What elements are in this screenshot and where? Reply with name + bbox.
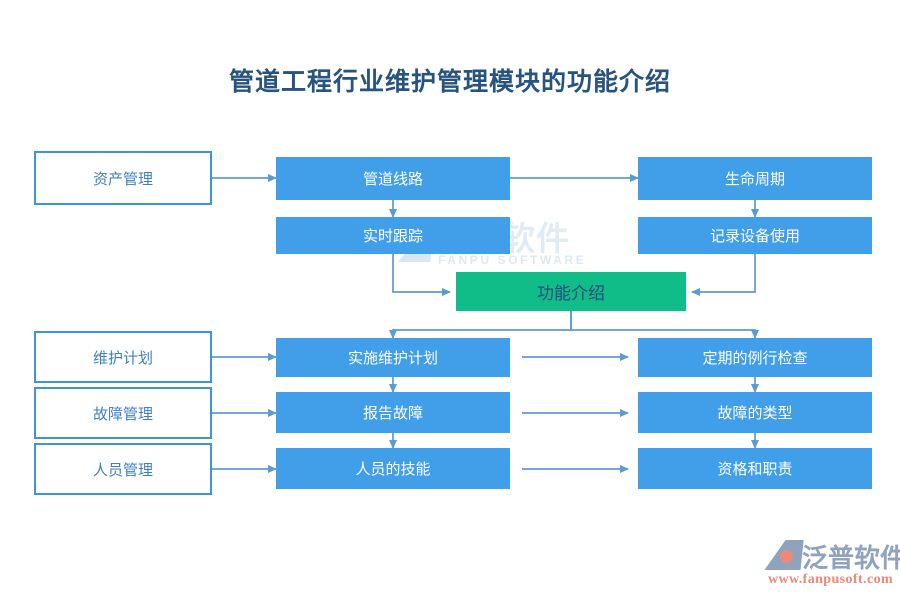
edge-record-to-center — [691, 254, 756, 296]
brand-logo-url: www.fanpusoft.com — [768, 572, 894, 587]
node-asset-management[interactable]: 资产管理 — [34, 151, 212, 205]
edge-center-to-maintain-exec — [389, 311, 572, 339]
node-report-fault[interactable]: 报告故障 — [276, 392, 510, 433]
node-pipeline-route[interactable]: 管道线路 — [276, 157, 510, 200]
node-routine-inspection[interactable]: 定期的例行检查 — [638, 338, 872, 377]
edge-center-to-inspection — [570, 311, 759, 339]
node-execute-maintenance-plan[interactable]: 实施维护计划 — [276, 338, 510, 377]
edge-tracking-to-center — [392, 254, 451, 296]
brand-logo-icon — [764, 540, 804, 572]
node-qualification-responsibility[interactable]: 资格和职责 — [638, 448, 872, 489]
brand-logo-text: 泛普软件 — [802, 543, 900, 573]
node-fault-management[interactable]: 故障管理 — [34, 387, 212, 439]
page-title: 管道工程行业维护管理模块的功能介绍 — [228, 69, 671, 96]
node-function-introduction[interactable]: 功能介绍 — [456, 272, 686, 311]
node-record-equipment-usage[interactable]: 记录设备使用 — [638, 217, 872, 254]
watermark-en-text: FANPU SOFTWARE — [438, 253, 587, 267]
brand-logo: 泛普软件 www.fanpusoft.com — [764, 538, 900, 590]
node-fault-types[interactable]: 故障的类型 — [638, 392, 872, 433]
node-lifecycle[interactable]: 生命周期 — [638, 157, 872, 200]
node-personnel-management[interactable]: 人员管理 — [34, 443, 212, 495]
node-personnel-skills[interactable]: 人员的技能 — [276, 448, 510, 489]
node-realtime-tracking[interactable]: 实时跟踪 — [276, 217, 510, 254]
node-maintenance-plan[interactable]: 维护计划 — [34, 331, 212, 383]
